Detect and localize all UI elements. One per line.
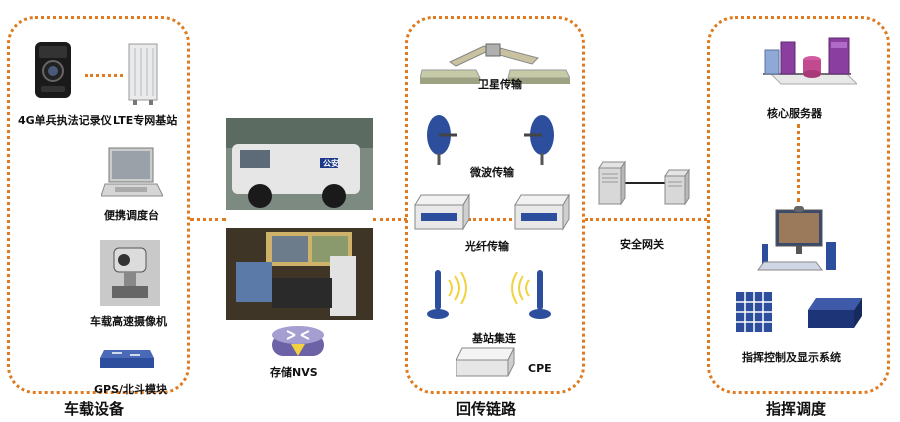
antenna-left-icon bbox=[425, 266, 473, 322]
nvs-router-icon bbox=[271, 324, 325, 360]
photo-to-backhaul-link bbox=[373, 218, 407, 221]
gps-label: GPS/北斗模块 bbox=[94, 383, 168, 396]
cpe-icon bbox=[455, 346, 516, 380]
gateway-server-left-icon bbox=[597, 160, 627, 206]
command-section-title: 指挥调度 bbox=[766, 400, 827, 418]
body-camera-icon bbox=[33, 40, 73, 100]
antenna-right-icon bbox=[505, 266, 553, 322]
vehicle-section-title: 车载设备 bbox=[64, 400, 125, 418]
lte-base-label: LTE专网基站 bbox=[113, 114, 178, 127]
lte-base-station-icon bbox=[125, 42, 161, 106]
fiber-link bbox=[468, 218, 518, 221]
vehicle-camera-icon bbox=[100, 240, 160, 306]
control-unit-icon bbox=[806, 296, 864, 332]
server-to-display-link bbox=[797, 124, 800, 202]
display-workstation-icon bbox=[756, 204, 838, 274]
backhaul-to-gateway-link bbox=[585, 218, 707, 221]
display-system-label: 指挥控制及显示系统 bbox=[742, 351, 841, 364]
core-server-label: 核心服务器 bbox=[767, 107, 822, 120]
base-station-label: 基站集连 bbox=[472, 332, 516, 345]
recorder-label: 4G单兵执法记录仪 bbox=[18, 114, 112, 127]
microwave-dish-right-icon bbox=[520, 113, 556, 165]
core-server-icon bbox=[757, 34, 859, 90]
cpe-label: CPE bbox=[528, 362, 552, 375]
gps-module-icon bbox=[98, 346, 156, 372]
gateway-server-right-icon bbox=[663, 168, 691, 206]
vehicle-equipment-panel bbox=[7, 16, 190, 394]
command-dispatch-panel bbox=[707, 16, 890, 394]
display-wall-icon bbox=[734, 290, 774, 334]
vehicle-to-backhaul-link bbox=[190, 218, 226, 221]
satellite-icon bbox=[419, 40, 571, 88]
fiber-device-left-icon bbox=[413, 193, 471, 233]
satellite-label: 卫星传输 bbox=[478, 78, 522, 91]
fiber-label: 光纤传输 bbox=[465, 240, 509, 253]
microwave-label: 微波传输 bbox=[470, 166, 514, 179]
backhaul-section-title: 回传链路 bbox=[456, 400, 517, 418]
police-vehicle-photo: 公安 bbox=[226, 118, 373, 210]
fiber-device-right-icon bbox=[513, 193, 571, 233]
nvs-label: 存储NVS bbox=[270, 366, 318, 379]
camera-label: 车载高速摄像机 bbox=[90, 315, 167, 328]
command-room-photo bbox=[226, 228, 373, 320]
gateway-cable bbox=[625, 182, 670, 184]
backhaul-link-panel bbox=[405, 16, 585, 394]
laptop-label: 便携调度台 bbox=[104, 209, 159, 222]
laptop-icon bbox=[100, 146, 164, 200]
police-vehicle-text: 公安 bbox=[323, 159, 339, 168]
gateway-label: 安全网关 bbox=[620, 238, 664, 251]
microwave-dish-left-icon bbox=[425, 113, 461, 165]
recorder-to-base-link bbox=[85, 74, 123, 77]
